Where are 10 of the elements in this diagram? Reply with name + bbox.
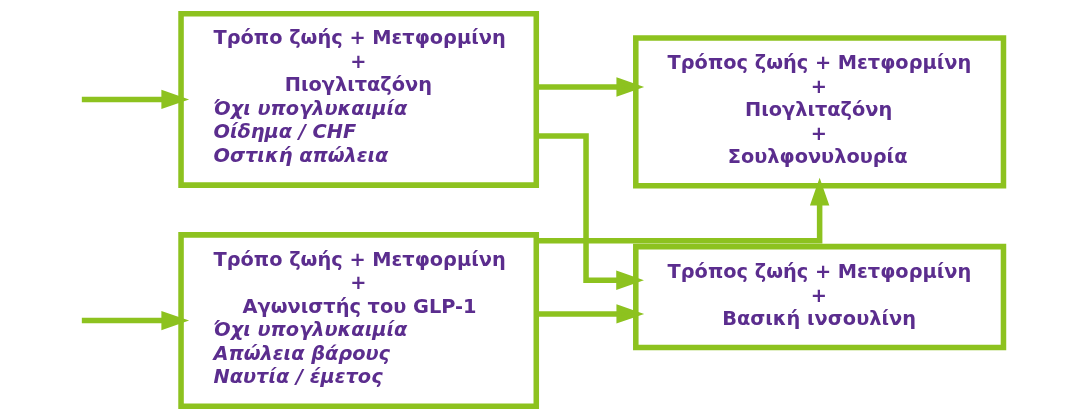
arrow bbox=[81, 89, 189, 110]
arrow bbox=[81, 310, 189, 331]
arrow bbox=[536, 133, 644, 290]
arrow bbox=[536, 177, 829, 244]
arrow bbox=[536, 77, 644, 97]
node-box: Τρόπος ζωής + Μετφορμίνη + Βασική ινσουλίνη bbox=[632, 243, 1006, 351]
node-box: Τρόπος ζωής + Μετφορμίνη + Πιογλιταζόνη + Σουλφονυλουρία bbox=[632, 35, 1006, 189]
node-box: Τρόπο ζωής + Μετφορμίνη + Πιογλιταζόνη Όχι υπογλυκαιμία Οίδημα / CHF Οστική απώλεια bbox=[177, 10, 539, 188]
arrow bbox=[536, 304, 644, 324]
node-box: Τρόπο ζωής + Μετφορμίνη + Αγωνιστής του GLP-1 Όχι υπογλυκαιμία Απώλεια βάρους Ναυτία / έμετος bbox=[177, 232, 539, 410]
